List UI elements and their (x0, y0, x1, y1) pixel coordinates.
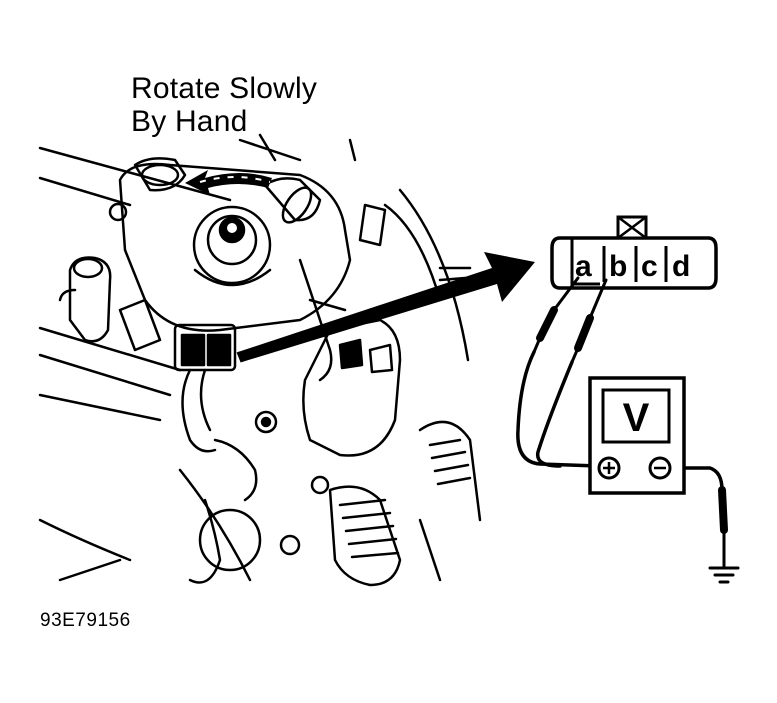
pointer-arrow-icon (236, 252, 535, 363)
instruction-caption: Rotate Slowly By Hand (131, 72, 317, 138)
pin-d-label: d (672, 250, 690, 283)
pin-b-label: b (609, 250, 627, 283)
engine-illustration (38, 133, 482, 587)
pin-c-label: c (641, 250, 658, 283)
caption-line-2: By Hand (131, 105, 248, 138)
pin-a-label: a (575, 250, 592, 283)
voltmeter: V (588, 376, 686, 495)
figure-id: 93E79156 (40, 610, 131, 631)
voltmeter-display-label: V (623, 396, 650, 440)
test-connector: a b c d (550, 215, 718, 290)
probe-leads (516, 276, 728, 570)
rotation-arrow-icon (185, 170, 272, 195)
ground-symbol-icon (708, 566, 740, 584)
caption-line-1: Rotate Slowly (131, 72, 318, 105)
